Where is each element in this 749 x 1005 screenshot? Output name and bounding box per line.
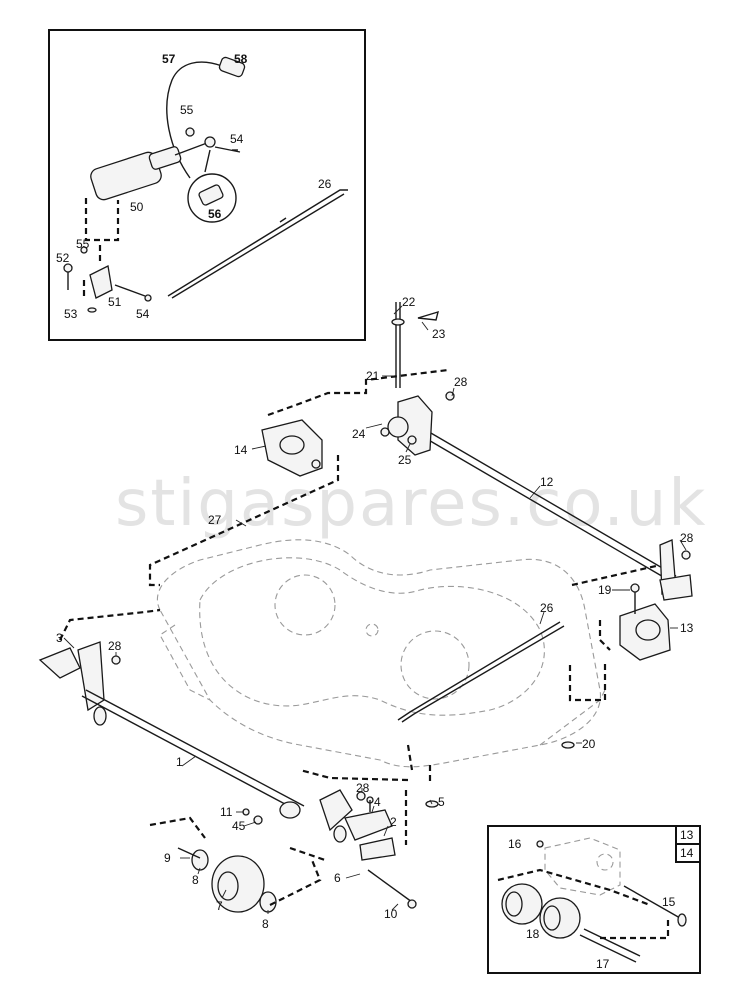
callout-8b: 8 — [262, 917, 269, 931]
callout-52: 52 — [56, 251, 70, 265]
callout-28d: 28 — [356, 781, 370, 795]
callout-55a: 55 — [180, 103, 194, 117]
inset-actuator — [48, 29, 366, 341]
watermark-text: stigaspares.co.uk — [115, 467, 707, 541]
callout-5: 5 — [438, 795, 445, 809]
callout-16: 16 — [508, 837, 522, 851]
callout-45: 45 — [232, 819, 246, 833]
callout-10: 10 — [384, 907, 398, 921]
callout-28a: 28 — [454, 375, 468, 389]
callout-12: 12 — [540, 475, 554, 489]
callout-55b: 55 — [76, 237, 90, 251]
callout-58: 58 — [234, 52, 248, 66]
callout-21: 21 — [366, 369, 380, 383]
main-leaders — [63, 305, 687, 914]
callout-54b: 54 — [136, 307, 150, 321]
callout-7: 7 — [216, 899, 223, 913]
callout-53: 53 — [64, 307, 78, 321]
callout-2: 2 — [390, 815, 397, 829]
callout-56: 56 — [208, 207, 222, 221]
callout-22: 22 — [402, 295, 416, 309]
callout-23: 23 — [432, 327, 446, 341]
callout-8a: 8 — [192, 873, 199, 887]
callout-19: 19 — [598, 583, 612, 597]
callout-27: 27 — [208, 513, 222, 527]
inset-roller-bracket — [487, 825, 701, 974]
callout-25: 25 — [398, 453, 412, 467]
callout-24: 24 — [352, 427, 366, 441]
callout-14: 14 — [234, 443, 248, 457]
callout-1: 1 — [176, 755, 183, 769]
callout-26a: 26 — [318, 177, 332, 191]
callout-57: 57 — [162, 52, 176, 66]
callout-11: 11 — [220, 805, 233, 819]
tag-14: 14 — [680, 846, 694, 860]
callout-20: 20 — [582, 737, 596, 751]
callout-4: 4 — [374, 795, 381, 809]
callout-26: 26 — [540, 601, 554, 615]
callout-54a: 54 — [230, 132, 244, 146]
callout-28c: 28 — [108, 639, 122, 653]
mower-deck-assembly — [38, 302, 693, 913]
tag-13: 13 — [680, 828, 694, 842]
callout-3: 3 — [56, 631, 63, 645]
callout-51: 51 — [108, 295, 122, 309]
callout-17: 17 — [596, 957, 610, 971]
callout-13: 13 — [680, 621, 694, 635]
callout-15: 15 — [662, 895, 676, 909]
callout-18: 18 — [526, 927, 540, 941]
callout-9: 9 — [164, 851, 171, 865]
callout-6: 6 — [334, 871, 341, 885]
callout-50: 50 — [130, 200, 144, 214]
callout-28b: 28 — [680, 531, 694, 545]
